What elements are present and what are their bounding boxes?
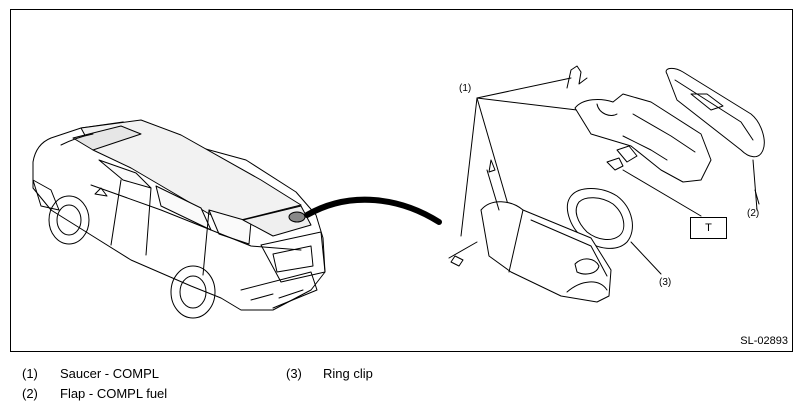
- legend-number: (3): [286, 366, 302, 381]
- callout-1: (1): [459, 83, 472, 94]
- diagram-illustration: [32, 65, 765, 319]
- legend-text: Flap - COMPL fuel: [60, 386, 168, 401]
- legend-text: Ring clip: [323, 366, 373, 381]
- legend-number: (2): [22, 386, 38, 401]
- legend-row: (2) Flap - COMPL fuel: [22, 386, 622, 406]
- diagram-frame: (1) (2) (3) T SL-02893: [10, 9, 793, 352]
- location-arrow: [304, 196, 442, 225]
- housing-part: [480, 159, 612, 303]
- flap-part: [665, 67, 765, 211]
- torque-box-t: T: [690, 217, 727, 239]
- saucer-part: [574, 93, 712, 183]
- legend-row: (1) Saucer - COMPL (3) Ring clip: [22, 366, 622, 386]
- callout-3: (3): [659, 277, 672, 288]
- parts-legend: (1) Saucer - COMPL (3) Ring clip (2) Fla…: [22, 366, 622, 406]
- legend-number: (1): [22, 366, 38, 381]
- legend-text: Saucer - COMPL: [60, 366, 159, 381]
- callout-2: (2): [747, 208, 760, 219]
- diagram-code: SL-02893: [740, 335, 788, 347]
- ring-clip-part: [567, 188, 662, 275]
- car-drawing: [32, 119, 326, 319]
